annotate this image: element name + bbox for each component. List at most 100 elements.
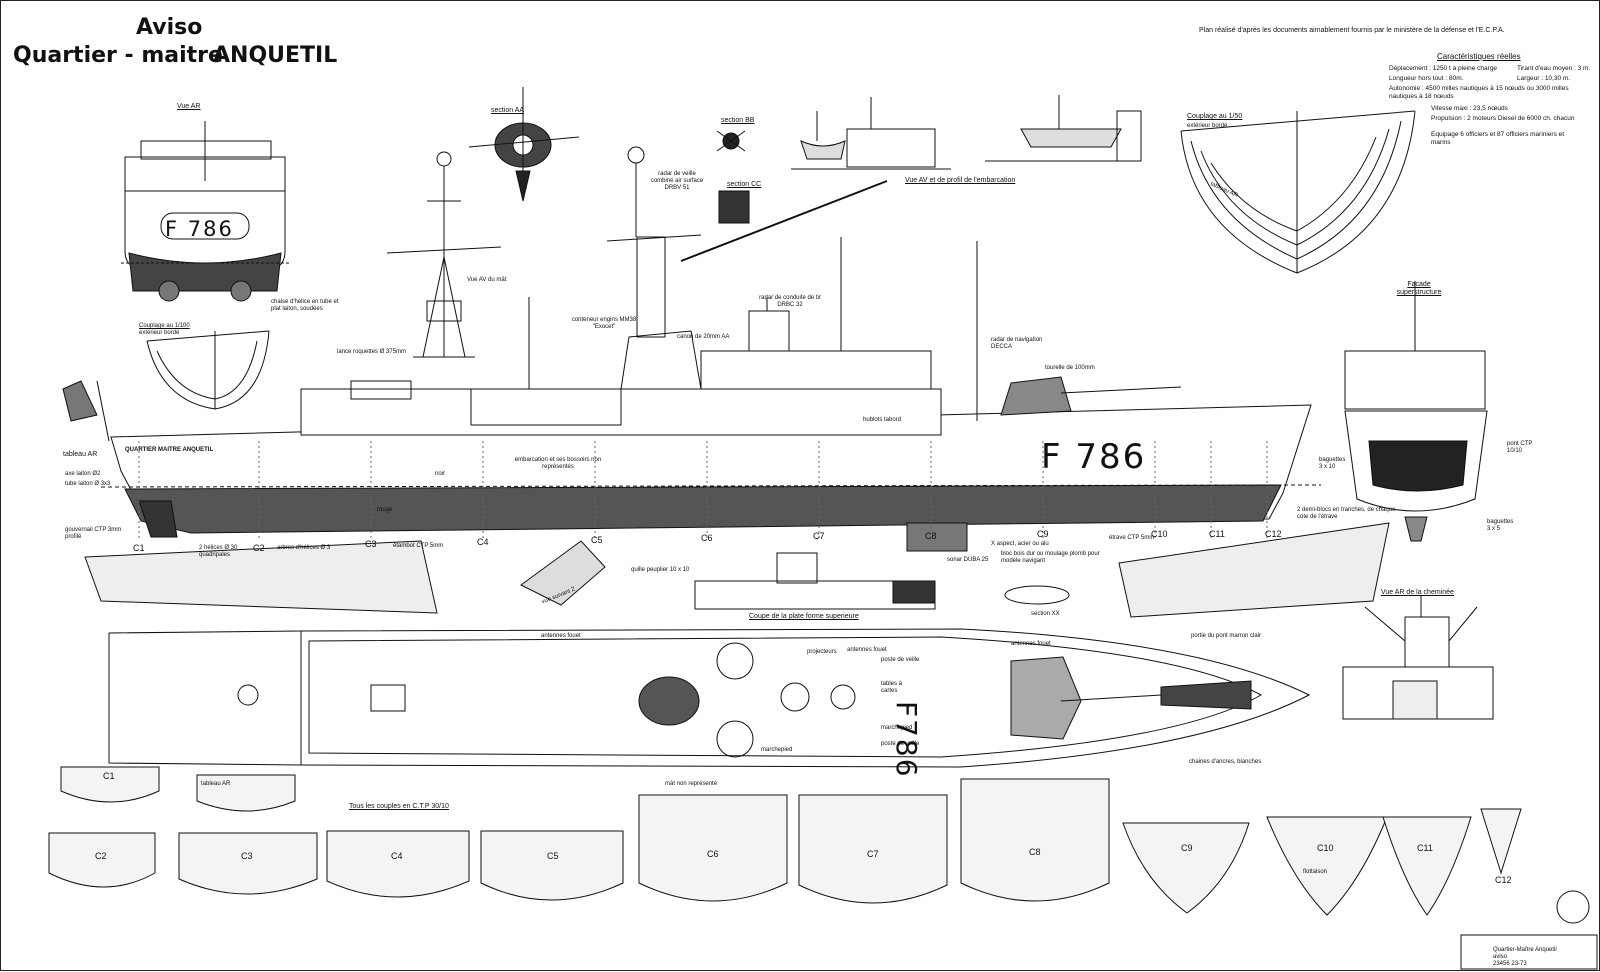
station-label: C5 [591, 535, 603, 545]
label-vue-av-profil: Vue AV et de profil de l'embarcation [905, 177, 1016, 184]
label-vue-av-mat: Vue AV du mât [467, 277, 507, 283]
label-couplage-1100: Couplage au 1/100 [139, 323, 190, 329]
label-bloc-bois: bloc bois dur ou moulage plomb pour modè… [1001, 551, 1100, 564]
label-tableau-ar-frame: tableau AR [201, 781, 231, 787]
label-pont-ctp: pont CTP 10/10 [1507, 441, 1533, 454]
station-label: C7 [813, 531, 825, 541]
title-line2: Quartier - maitre [13, 43, 223, 68]
spec-line: Vitesse maxi : 23,5 nœuds [1431, 105, 1508, 112]
label-marchepied: marchepied [761, 747, 793, 753]
label-sonar: sonar DUBA 25 [947, 557, 989, 563]
section-xx-drawing [1004, 585, 1070, 605]
spec-line: Longueur hors tout : 80m. [1389, 75, 1464, 82]
titleblock-box [1460, 934, 1598, 970]
label-facade: Facade superstructure [1396, 281, 1442, 296]
body-plan-1100-drawing [146, 330, 270, 410]
label-mat-non-represente: mât non représenté [665, 781, 718, 787]
frame-label: C11 [1417, 843, 1433, 853]
label-radar-conduite: radar de conduite de tir DRBC 32 [759, 295, 821, 308]
label-embarcation: embarcation et ses bossoirs non représen… [514, 457, 602, 470]
station-label: C9 [1037, 529, 1049, 539]
frame-label: C1 [103, 771, 115, 781]
label-rouge: rouge [377, 507, 393, 513]
label-antennes-fouet: antennes fouet [1011, 641, 1051, 647]
boat-views-drawing [791, 95, 1142, 170]
label-couplage-150-sub: extérieur bordé [1187, 123, 1228, 129]
frame-label: C12 [1495, 875, 1512, 885]
ship-name-label: QUARTIER MAITRE ANQUETIL [125, 447, 214, 453]
mast-front-view-drawing [386, 151, 502, 358]
label-quille: quille peuplier 10 x 10 [631, 567, 690, 573]
label-arbres: arbres d'hélices Ø 3 [277, 545, 331, 551]
spec-line: Déplacement : 1250 t à pleine charge [1389, 65, 1498, 72]
frame-label: C10 [1317, 843, 1334, 853]
deck-plan-drawing [108, 628, 1311, 768]
label-etrave: étrave CTP 5mm [1109, 535, 1155, 541]
label-noir: noir [435, 471, 446, 477]
stern-view-drawing [121, 121, 291, 302]
label-section-aa: section AA [491, 107, 525, 114]
label-couplage-1100-sub: extérieur bordé [139, 330, 180, 336]
frame-label: C3 [241, 851, 253, 861]
label-poste-veille: poste de veille [881, 657, 920, 663]
spec-line: Propulsion : 2 moteurs Diesel de 6000 ch… [1431, 115, 1575, 122]
label-gouvernail: gouvernail CTP 3mm profilé [65, 527, 122, 540]
hull-number-stern: F 786 [165, 217, 234, 241]
label-marchepied: marchepied [881, 725, 913, 731]
label-demi-blocs: 2 demi-blocs en tranches, de chaque cote… [1297, 507, 1396, 520]
label-helices: 2 hélices Ø 30 quadripales [199, 545, 238, 558]
profile-hull-drawing [62, 146, 1322, 552]
label-x-aspect: X aspect, acier ou alu [991, 541, 1049, 547]
station-label: C6 [701, 533, 713, 543]
frame-label: C7 [867, 849, 879, 859]
stamp-seal [1556, 890, 1590, 924]
station-label: C10 [1151, 529, 1168, 539]
specs-heading: Caractéristiques réelles [1437, 52, 1521, 61]
label-section-bb: section BB [721, 117, 755, 124]
titleblock-line: Quartier-Maître Anquetil [1493, 947, 1557, 953]
upper-platform-drawing [520, 540, 936, 610]
label-tourelle-100: tourelle de 100mm [1045, 365, 1095, 371]
label-axe-laiton: axe laiton Ø2 [65, 471, 101, 477]
station-label: C12 [1265, 529, 1282, 539]
label-etambot: étambot CTP 5mm [393, 543, 444, 549]
frames-drawing [48, 766, 1522, 916]
frame-label: C6 [707, 849, 719, 859]
label-section-xx: section XX [1031, 611, 1060, 617]
title-line1: Aviso [136, 15, 203, 40]
label-projecteurs: projecteurs [807, 649, 837, 655]
station-label: C2 [253, 543, 265, 553]
label-coupe-plate-forme: Coupe de la plate forme superieure [749, 613, 859, 620]
label-tableau-ar: tableau AR [63, 451, 98, 458]
funnel-rear-view-drawing [1342, 595, 1494, 720]
spec-line: Autonomie : 4500 milles nautiques à 15 n… [1389, 85, 1569, 100]
spec-line: Equipage 6 officiers et 87 officiers mar… [1431, 131, 1565, 146]
side-planks-drawing [84, 522, 1390, 618]
titleblock-line: aviso [1493, 954, 1508, 960]
label-lance-roquettes: lance roquettes Ø 375mm [337, 349, 407, 355]
station-label: C1 [133, 543, 145, 553]
label-canon-20mm: canon de 20mm AA [677, 334, 730, 340]
frame-label: C4 [391, 851, 403, 861]
label-baguettes-3x5: baguettes 3 x 5 [1487, 519, 1514, 532]
titleblock-line: 23456 23-73 [1493, 961, 1527, 967]
spec-line: Largeur : 10,30 m. [1517, 75, 1571, 82]
spec-line: Tirant d'eau moyen : 3 m. [1517, 65, 1591, 72]
frame-label: C5 [547, 851, 559, 861]
label-couplage-150: Couplage au 1/50 [1187, 113, 1243, 120]
label-antennes-fouet: antennes fouet [541, 633, 581, 639]
label-section-cc: section CC [727, 181, 762, 188]
station-label: C3 [365, 539, 377, 549]
label-tube-laiton: tube laiton Ø 3x3 [65, 481, 111, 487]
label-chaines-ancres: chaines d'ancres, blanches [1189, 759, 1262, 765]
label-conteneur-exocet: conteneur engins MM38 "Exocet" [571, 317, 637, 330]
front-facade-drawing [1344, 281, 1488, 542]
label-tables-cartes: tables à cartes [881, 681, 903, 694]
section-bb-cc-drawing [716, 130, 750, 224]
station-label: C4 [477, 537, 489, 547]
title-line3: ANQUETIL [213, 43, 338, 68]
station-label: C11 [1209, 529, 1225, 539]
label-radar-veille: radar de veille combiné air surface DRBV… [650, 171, 704, 191]
